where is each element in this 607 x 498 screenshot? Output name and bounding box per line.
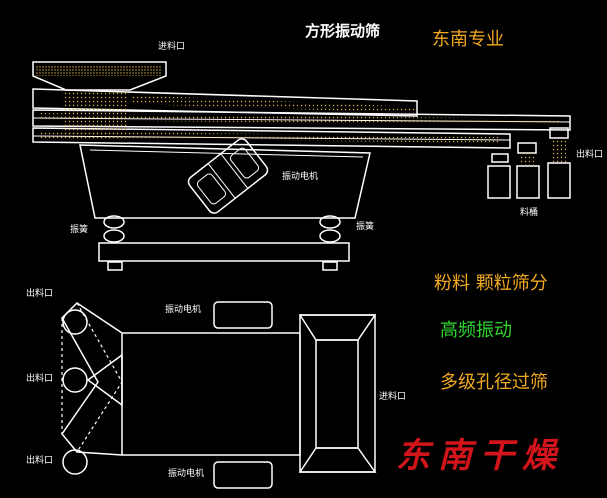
screen-deck [32, 88, 418, 117]
top-outlet-1-label: 出料口 [26, 287, 53, 299]
top-inlet-inner [315, 339, 359, 449]
base-foot-right [322, 261, 338, 271]
outlet-spout-2 [517, 142, 537, 154]
top-inlet-bevel-bottom [298, 447, 377, 473]
top-motor-upper-label: 振动电机 [165, 303, 201, 315]
top-motor-lower [213, 461, 273, 489]
top-outlet-2-label: 出料口 [26, 372, 53, 384]
top-inlet-label: 进料口 [379, 390, 406, 402]
inlet-label: 进料口 [158, 40, 185, 52]
spring-left [103, 215, 125, 243]
side-view: 进料口 出料口 料桶 振 [32, 40, 603, 271]
material-on-deck [130, 95, 417, 113]
machine-body [79, 144, 371, 219]
top-outlet-3-label: 出料口 [26, 454, 53, 466]
bin-label: 料桶 [520, 206, 538, 218]
spring-left-label: 振簧 [70, 223, 88, 235]
machine-base [98, 242, 350, 262]
bin-2 [516, 165, 540, 199]
top-outlet-dash [76, 302, 123, 453]
base-foot-left [107, 261, 123, 271]
side-outlet-label: 出料口 [576, 148, 603, 160]
outlet-spout-3 [491, 153, 509, 163]
top-outlet-3-circle [62, 449, 88, 475]
top-outlet-wedge [86, 353, 123, 407]
inlet-hopper [32, 61, 167, 91]
top-outlet-frame [61, 302, 123, 456]
top-view: 进料口 振动电机 振动电机 出料口 出料口 出料口 [26, 287, 406, 489]
diagram-title: 方形振动筛 [305, 22, 380, 40]
side-motor [187, 138, 269, 214]
top-outlet-1-circle [62, 309, 88, 335]
feature-2: 高频振动 [440, 320, 512, 341]
side-motor-label: 振动电机 [282, 170, 318, 182]
screen-layer-2 [32, 109, 571, 131]
brand-name: 东南干燥 [396, 436, 564, 476]
spring-right [319, 215, 341, 243]
material-layer-2 [40, 113, 560, 125]
feature-1: 粉料 颗粒筛分 [434, 273, 548, 294]
feature-3: 多级孔径过筛 [440, 372, 548, 393]
spring-right-label: 振簧 [356, 220, 374, 232]
outlet-stream-2 [520, 153, 534, 165]
bin-1 [487, 165, 511, 199]
bin-3 [547, 162, 571, 199]
top-motor-lower-label: 振动电机 [168, 467, 204, 479]
body-inner-line [89, 149, 364, 158]
top-motor-upper [213, 301, 273, 329]
top-outlet-2-circle [62, 367, 88, 393]
top-inlet-bevel-top [298, 314, 377, 341]
outlet-stream-1 [552, 138, 566, 162]
screen-layer-3 [32, 127, 511, 149]
material-layer-3 [40, 131, 500, 143]
brand-heading: 东南专业 [432, 29, 504, 50]
inlet-material [36, 66, 162, 76]
top-screen-body [121, 332, 301, 456]
